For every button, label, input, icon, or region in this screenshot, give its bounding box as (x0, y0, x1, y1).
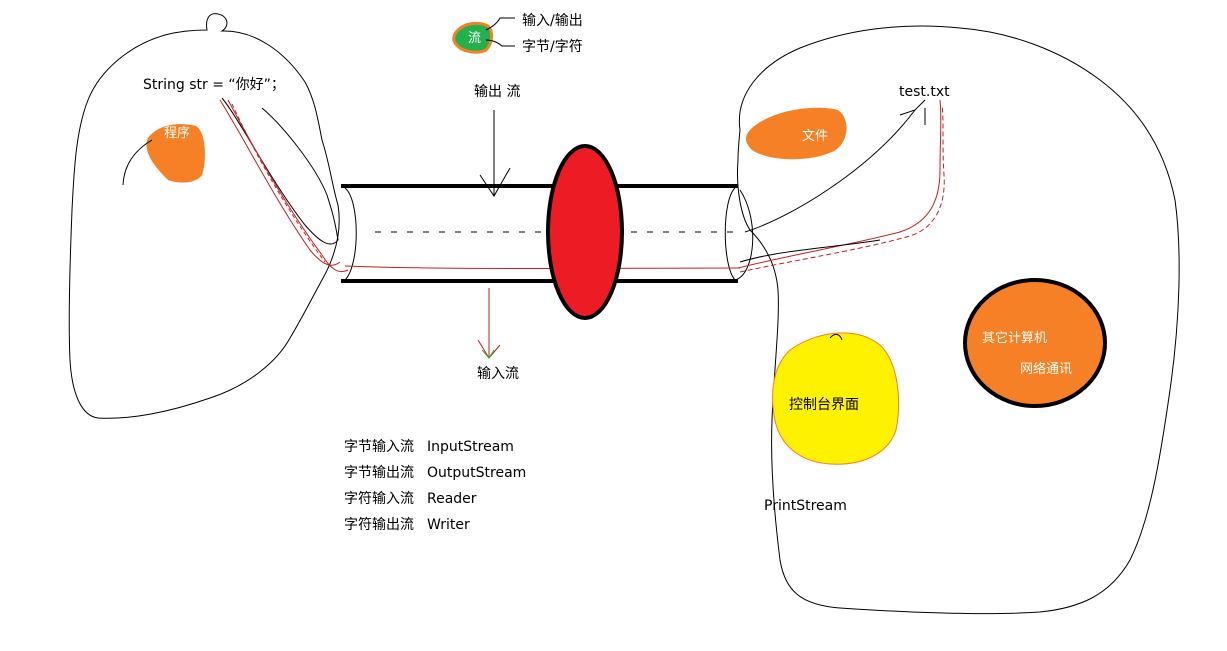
input-arrow-green (481, 349, 495, 359)
code-snippet: String str = “你好”； (143, 77, 285, 93)
pipe-left-cap (344, 187, 357, 281)
red-flow-left-2 (227, 99, 349, 273)
network-label-2: 网络通讯 (1020, 361, 1072, 377)
valve-ellipse (546, 144, 624, 320)
stream-type-0-kind: 字节输入流 (344, 439, 414, 455)
legend-branch-1: 输入/输出 (522, 13, 583, 29)
legend-branch-2: 字节/字符 (522, 39, 583, 55)
pipe-right-cap (724, 187, 754, 281)
file-target-label: test.txt (899, 84, 950, 100)
program-area-outline (68, 13, 340, 419)
console-class-label: PrintStream (764, 498, 847, 514)
pipe-red-underline (344, 265, 741, 269)
console-blob (772, 332, 900, 465)
network-label-1: 其它计算机 (982, 330, 1047, 346)
program-label: 程序 (164, 126, 190, 141)
program-blob-arc (122, 139, 153, 186)
destination-area-outline (737, 25, 1180, 615)
stream-type-3-kind: 字符输出流 (344, 517, 414, 533)
console-label: 控制台界面 (789, 397, 859, 413)
legend-green-blob (452, 21, 494, 54)
stream-type-1-class: OutputStream (427, 465, 526, 481)
network-circle (963, 278, 1107, 408)
stream-type-0-class: InputStream (427, 439, 514, 455)
input-arrow (477, 288, 501, 359)
file-label: 文件 (802, 129, 828, 144)
output-arrow (479, 110, 511, 197)
stream-type-3-class: Writer (427, 517, 470, 533)
red-flow-left-3 (231, 103, 326, 263)
red-flow-left-1 (219, 99, 341, 266)
stream-type-1-kind: 字节输出流 (344, 465, 414, 481)
stream-type-2-class: Reader (427, 491, 477, 507)
output-stream-label: 输出 流 (474, 84, 520, 100)
stream-type-2-kind: 字符输入流 (344, 491, 414, 507)
red-flow-right-2 (739, 104, 945, 273)
input-stream-label: 输入流 (477, 366, 519, 382)
legend-branch-lines (485, 17, 515, 47)
file-blob (746, 107, 847, 160)
pipe-to-file-line (744, 99, 926, 233)
console-hook (829, 333, 843, 341)
stream-type-list: 字节输入流 InputStream 字节输出流 OutputStream 字符输… (344, 439, 526, 533)
red-flow-right-1 (737, 99, 942, 269)
red-flow-right-3 (739, 239, 881, 263)
legend-stream-word: 流 (468, 31, 481, 46)
program-blob (146, 124, 205, 183)
